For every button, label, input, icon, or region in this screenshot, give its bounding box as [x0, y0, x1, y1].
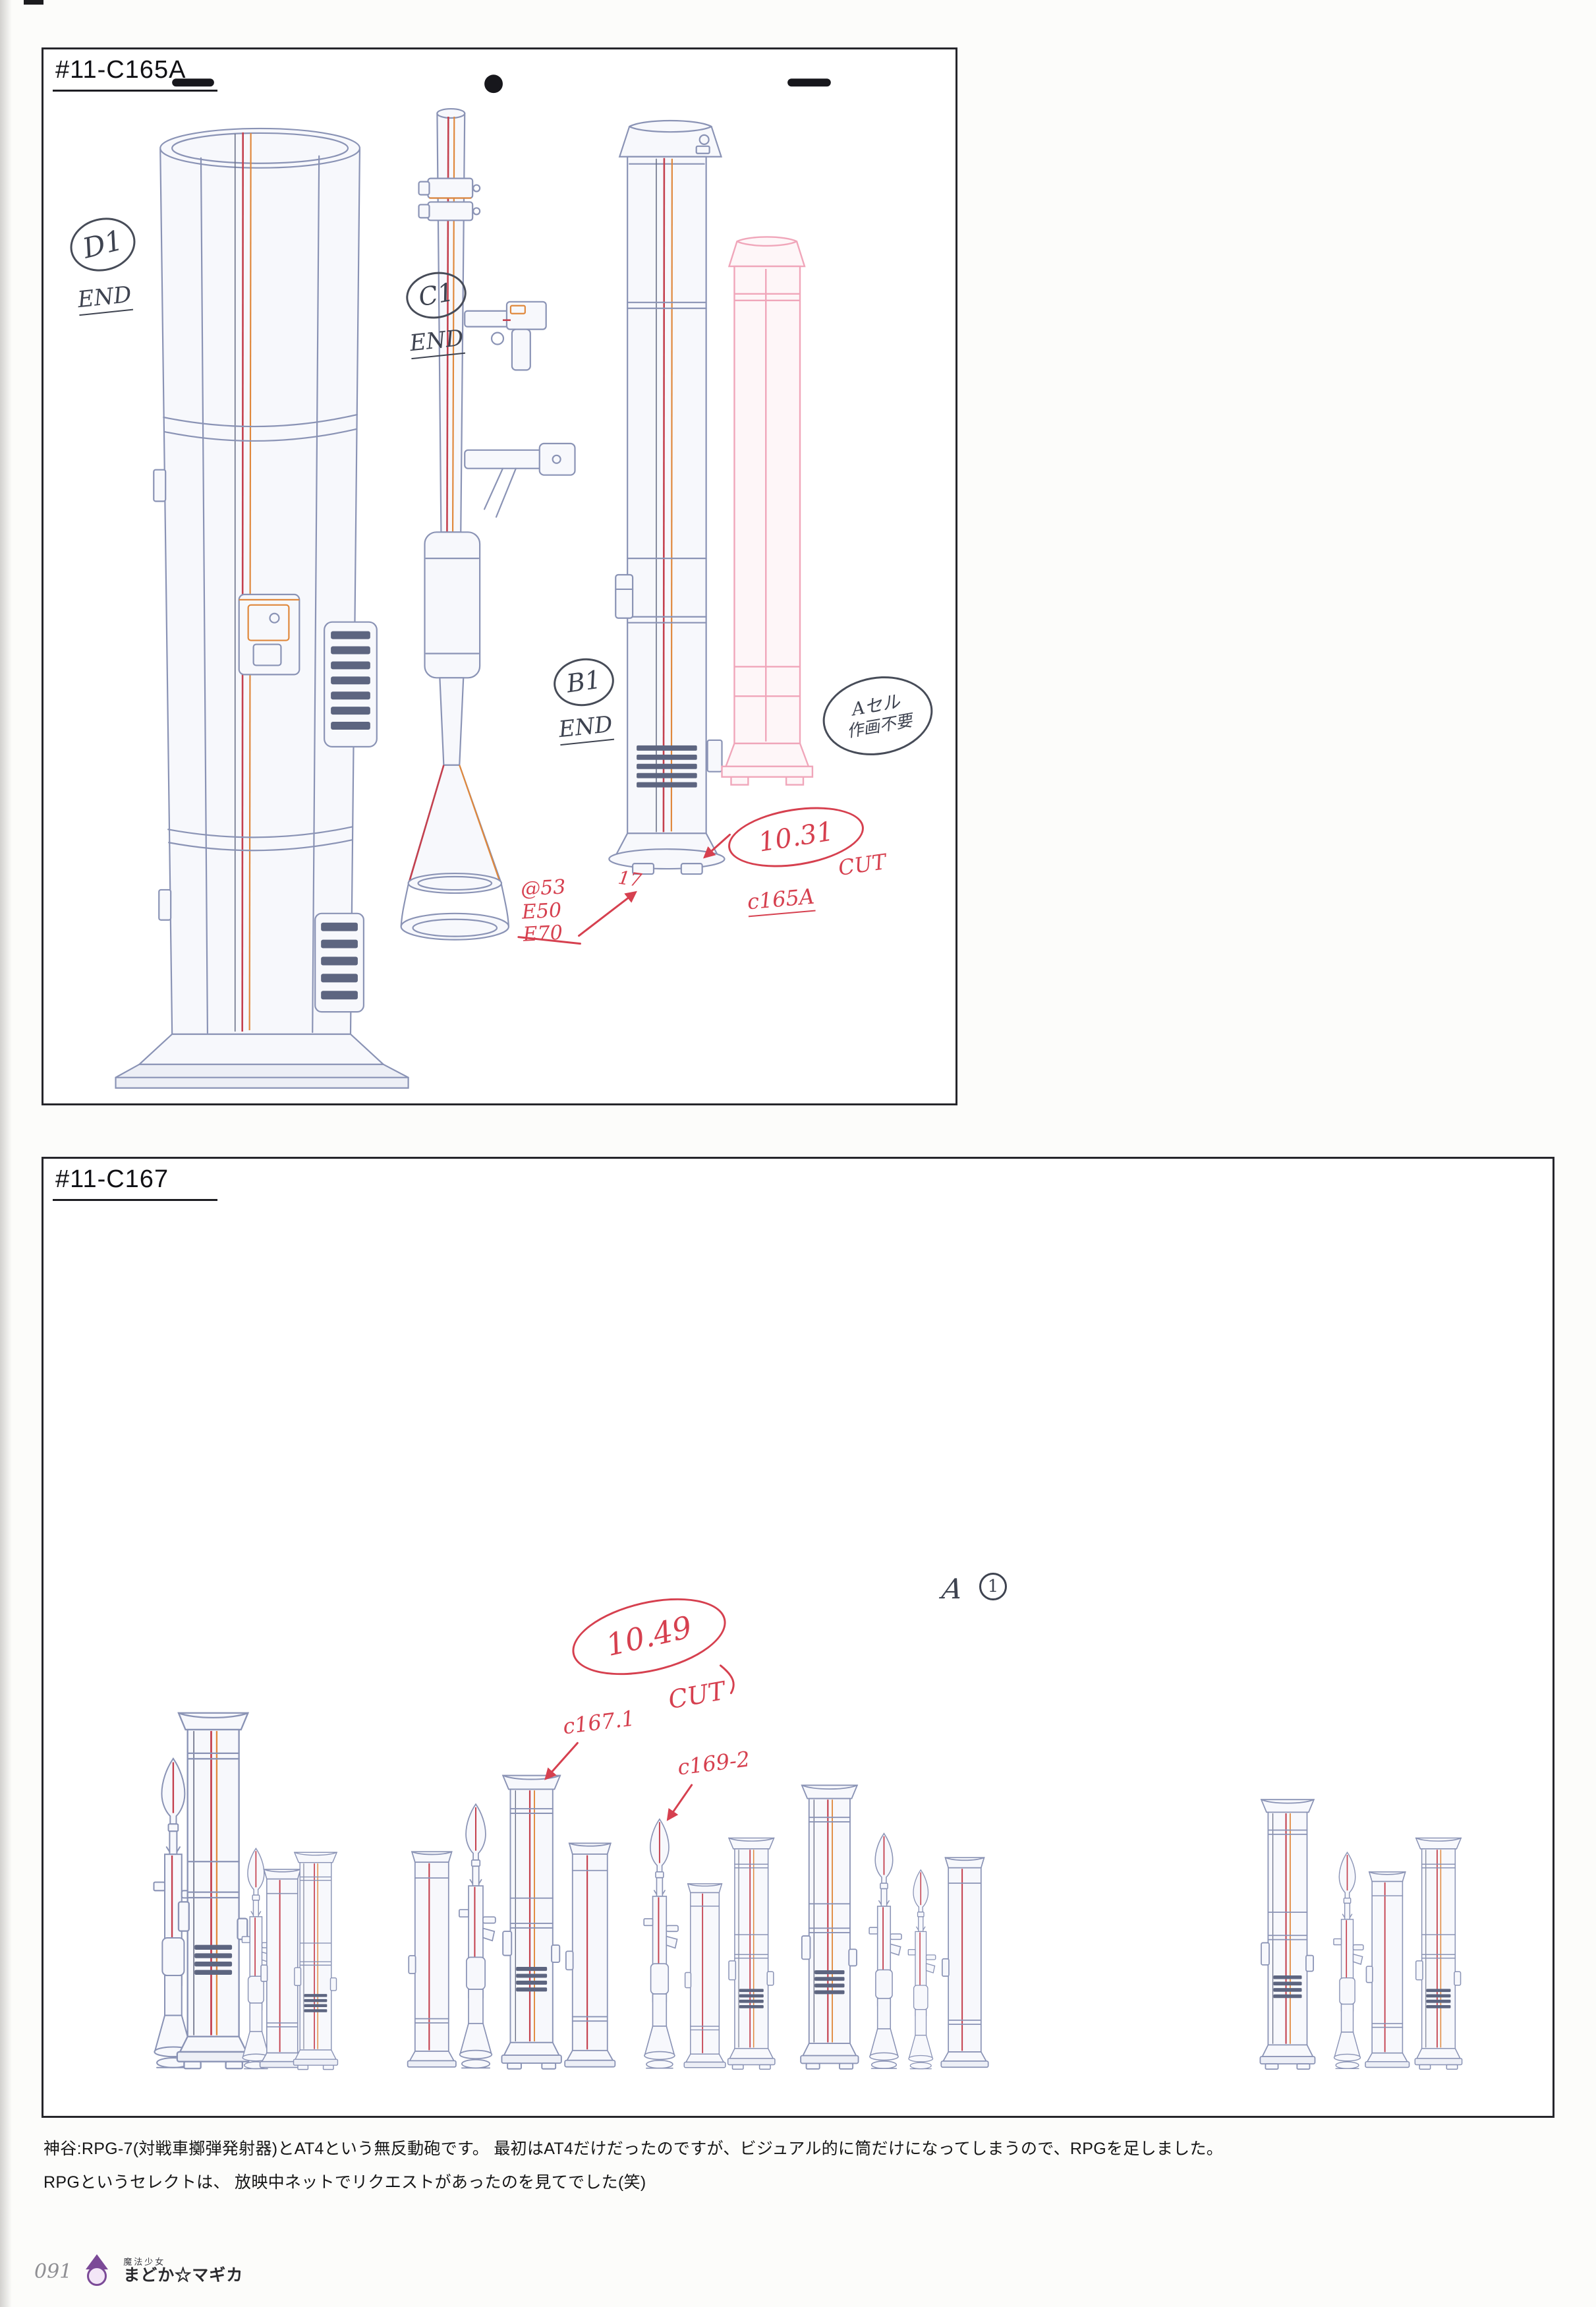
lineup-tube — [940, 1857, 989, 2068]
sketch-ghost-tube — [721, 236, 814, 786]
lineup-at4 — [501, 1774, 562, 2070]
lineup-at4 — [176, 1712, 250, 2070]
annotation-b1: B1 — [565, 664, 603, 699]
panel2-label: #11-C167 — [53, 1164, 217, 1201]
page-number: 091 — [34, 2260, 72, 2283]
lineup-rpg — [907, 1869, 936, 2070]
caption-line-1: 神谷:RPG-7(対戦車擲弾発射器)とAT4という無反動砲です。 最初はAT4だ… — [43, 2140, 1224, 2158]
lineup-at4 — [1414, 1837, 1463, 2070]
series-logo-text: 魔法少女 まどか☆マギカ — [123, 2257, 244, 2285]
circled-number: 1 — [979, 1573, 1007, 1600]
timing-note-1: @53 — [520, 875, 567, 901]
sketch-at4-large — [115, 127, 409, 1089]
lineup-tube — [407, 1851, 457, 2068]
annotation-d1: D1 — [79, 223, 127, 265]
timing-notes: @53 E50 E70 — [520, 875, 569, 947]
mascot-face-icon — [87, 2266, 107, 2286]
registration-bar-right — [787, 78, 831, 87]
red-leader-lines — [544, 1664, 735, 1821]
cut-number: 10.31 — [756, 816, 836, 858]
panel1-sketch — [115, 74, 831, 1089]
lineup-at4 — [800, 1784, 859, 2070]
page-footer: 091 魔法少女 まどか☆マギカ — [34, 2254, 243, 2289]
panel1-label: #11-C165A — [53, 55, 217, 92]
lineup-tube — [683, 1883, 726, 2068]
sketch-rpg7-large — [400, 107, 576, 941]
madoka-logo-icon — [82, 2254, 113, 2289]
red-leader-lines — [517, 833, 731, 945]
annotation-d1-end: END — [76, 281, 133, 316]
scan-artifact — [24, 0, 43, 5]
annotation-c1-end: END — [408, 324, 465, 360]
lineup-rpg — [1333, 1852, 1364, 2070]
sketch-at4-vertical — [608, 119, 726, 875]
lineup-tube — [564, 1842, 616, 2068]
lineup-at4 — [293, 1852, 339, 2070]
cut-ref: c165A — [746, 883, 816, 918]
witch-hat-icon — [86, 2254, 109, 2269]
registration-marks — [172, 74, 831, 94]
cut-number: 10.49 — [602, 1609, 696, 1664]
annotation-c1: C1 — [416, 277, 456, 312]
lineup-rpg — [643, 1818, 679, 2069]
timing-note-3: E70 — [522, 921, 563, 947]
annotation-b1-end: END — [557, 711, 614, 746]
scan-edge-shading — [0, 0, 12, 2307]
logo-series-title: まどか☆マギカ — [123, 2266, 244, 2285]
panel2-sketch — [153, 1664, 1463, 2070]
registration-bar-left — [172, 78, 214, 87]
lineup-at4 — [1259, 1799, 1316, 2070]
cut-panel-c165a: #11-C165A — [42, 47, 957, 1105]
lineup-rpg — [869, 1832, 902, 2070]
launcher-lineup — [153, 1712, 1463, 2070]
timing-note-2: E50 — [521, 898, 562, 924]
logo-series-prefix: 魔法少女 — [123, 2257, 166, 2267]
cut-panel-c167: #11-C167 — [42, 1157, 1554, 2118]
lineup-at4 — [727, 1837, 776, 2070]
lineup-tube — [1365, 1871, 1410, 2068]
lineup-rpg — [458, 1803, 496, 2069]
registration-dot — [484, 74, 503, 94]
caption-line-2: RPGというセレクトは、 放映中ネットでリクエストがあったのを見てでした(笑) — [43, 2173, 646, 2192]
timing-arrow-label: 17 — [616, 866, 643, 892]
